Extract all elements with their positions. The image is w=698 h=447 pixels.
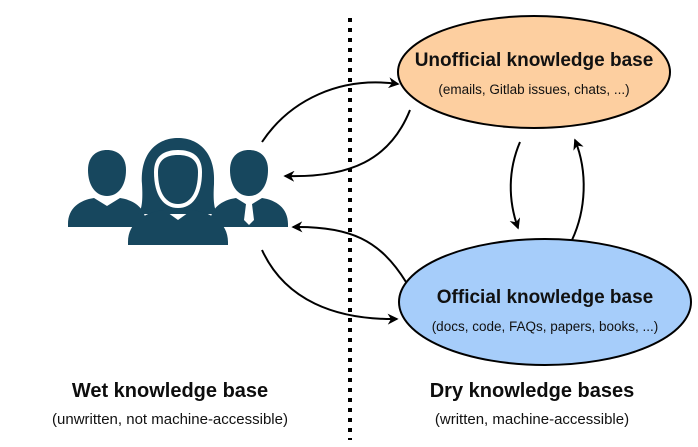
arrow-official-to-people xyxy=(291,221,407,283)
unofficial-kb-ellipse xyxy=(397,15,671,129)
person-left-icon xyxy=(68,150,146,227)
wet-kb-title: Wet knowledge base xyxy=(72,380,268,402)
dry-kb-subtitle: (written, machine-accessible) xyxy=(435,411,629,428)
arrow-official-to-unofficial xyxy=(571,138,585,241)
wet-kb-subtitle: (unwritten, not machine-accessible) xyxy=(52,411,288,428)
arrow-unofficial-to-people xyxy=(283,109,411,182)
official-kb-ellipse xyxy=(398,238,692,366)
person-right-icon xyxy=(210,150,288,227)
dry-kb-title: Dry knowledge bases xyxy=(430,380,635,402)
unofficial-kb-title: Unofficial knowledge base xyxy=(415,50,654,71)
person-center-icon xyxy=(128,138,228,245)
official-kb-title: Official knowledge base xyxy=(437,287,653,308)
arrow-people-to-official xyxy=(261,249,399,325)
arrow-people-to-unofficial xyxy=(261,77,400,143)
official-kb-subtitle: (docs, code, FAQs, papers, books, ...) xyxy=(432,319,659,334)
people-group-icon xyxy=(68,138,288,245)
unofficial-kb-subtitle: (emails, Gitlab issues, chats, ...) xyxy=(438,82,629,97)
arrow-unofficial-to-official xyxy=(509,141,521,230)
